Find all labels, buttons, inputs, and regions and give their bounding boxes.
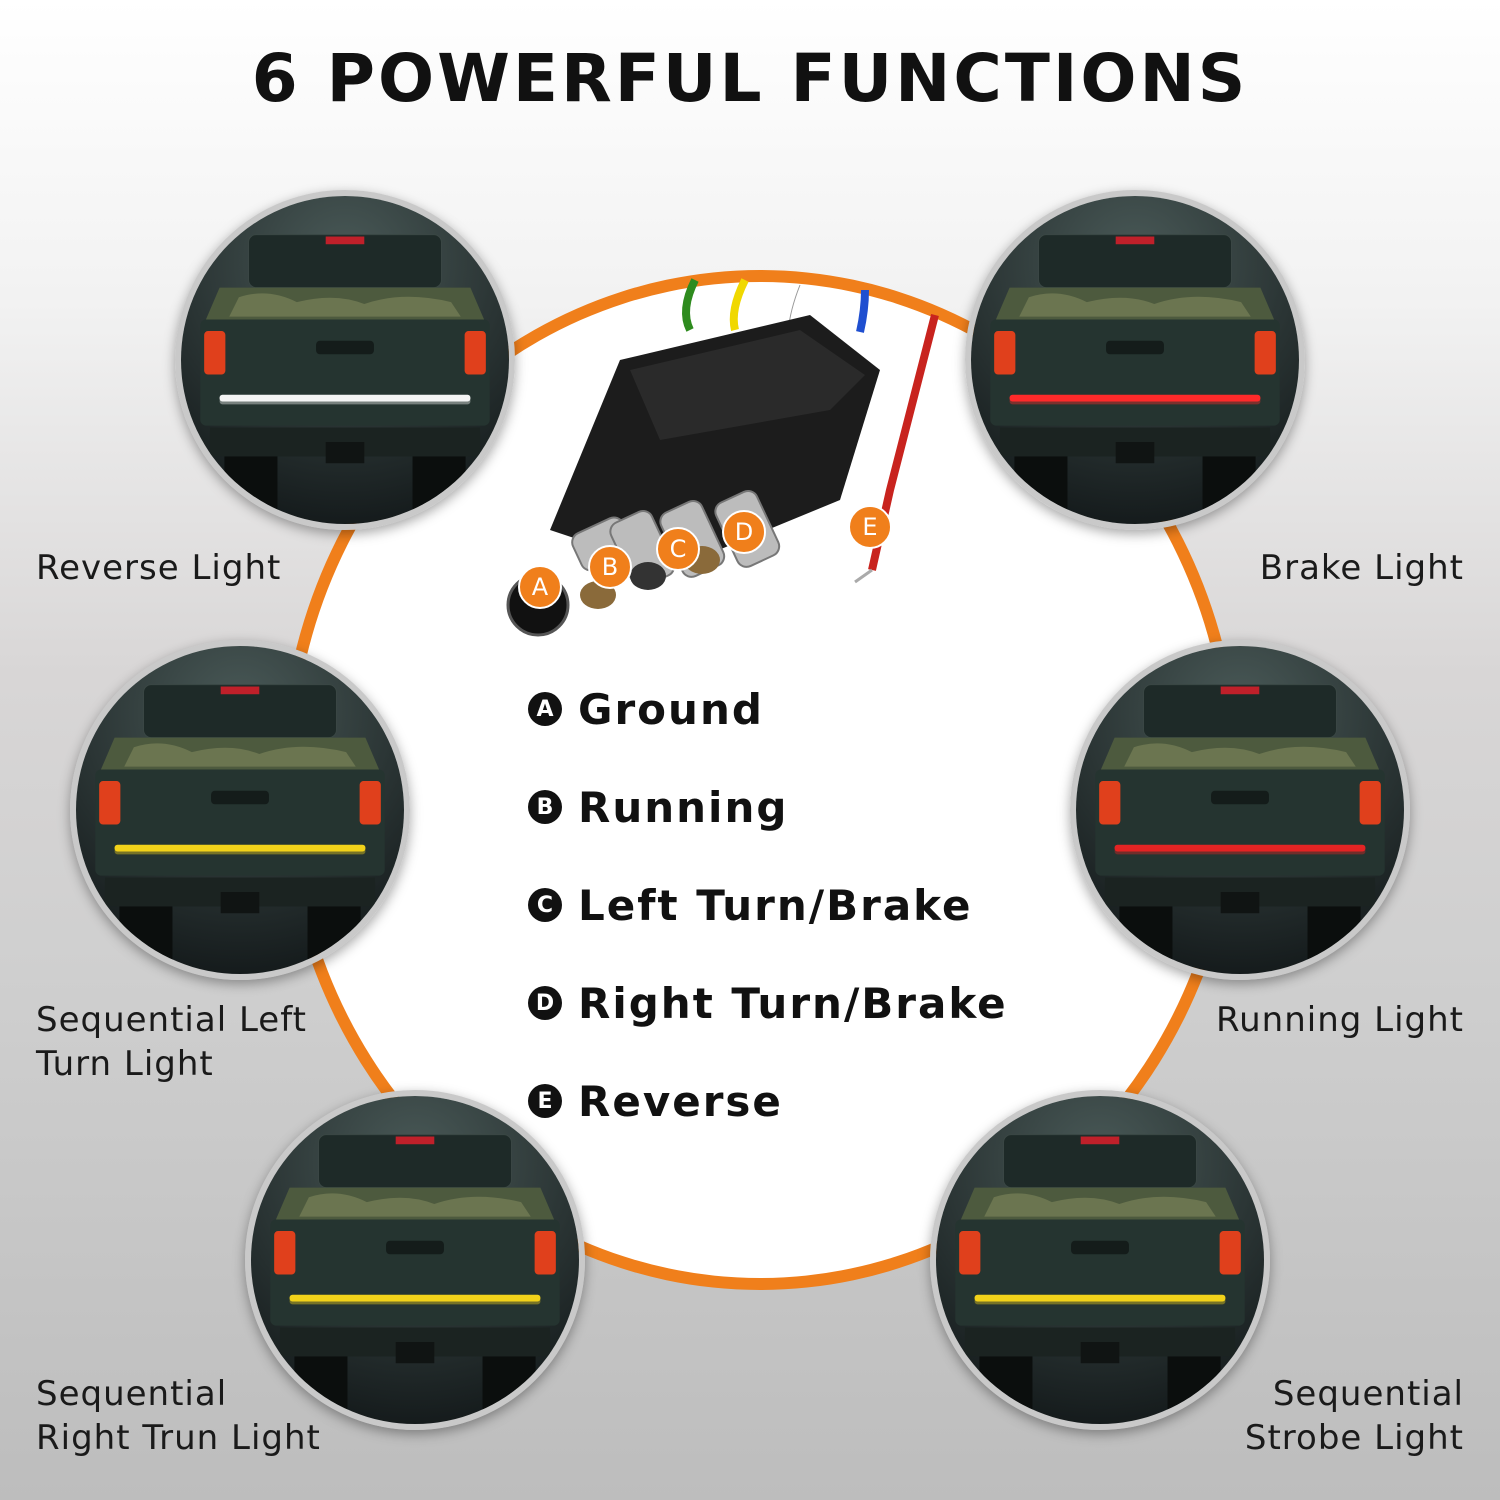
legend-item-ground: A Ground	[528, 660, 1008, 758]
caption-running-light: Running Light	[1216, 1000, 1464, 1040]
legend-item-running: B Running	[528, 758, 1008, 856]
legend-badge: C	[528, 888, 562, 922]
caption-line: Sequential Left	[36, 1000, 307, 1040]
caption-reverse-light: Reverse Light	[36, 548, 282, 588]
truck-photo-strobe	[930, 1090, 1270, 1430]
pin-b-badge: B	[588, 545, 632, 589]
pin-d-badge: D	[722, 510, 766, 554]
pin-e-badge: E	[848, 505, 892, 549]
caption-line: Sequential	[36, 1374, 228, 1414]
legend-badge: D	[528, 986, 562, 1020]
caption-line: Sequential	[1272, 1374, 1464, 1414]
truck-tailgate-illustration	[971, 196, 1299, 524]
truck-tailgate-illustration	[76, 646, 404, 974]
legend-label: Ground	[578, 684, 764, 734]
wiring-legend: A Ground B Running C Left Turn/Brake D R…	[528, 660, 1008, 1150]
caption-line: Right Trun Light	[36, 1418, 321, 1458]
truck-tailgate-illustration	[181, 196, 509, 524]
legend-label: Reverse	[578, 1076, 783, 1126]
truck-tailgate-illustration	[1076, 646, 1404, 974]
legend-item-reverse: E Reverse	[528, 1052, 1008, 1150]
caption-sequential-right-turn: Sequential Right Trun Light	[36, 1372, 321, 1460]
legend-badge: B	[528, 790, 562, 824]
legend-badge: A	[528, 692, 562, 726]
caption-brake-light: Brake Light	[1259, 548, 1464, 588]
legend-item-right-turn-brake: D Right Turn/Brake	[528, 954, 1008, 1052]
page-title: 6 POWERFUL FUNCTIONS	[251, 40, 1249, 117]
truck-photo-brake	[965, 190, 1305, 530]
pin-a-badge: A	[518, 565, 562, 609]
caption-line: Turn Light	[36, 1044, 214, 1084]
pin-c-badge: C	[656, 527, 700, 571]
caption-line: Strobe Light	[1244, 1418, 1464, 1458]
truck-photo-right-turn	[245, 1090, 585, 1430]
truck-photo-running	[1070, 640, 1410, 980]
truck-photo-reverse	[175, 190, 515, 530]
legend-label: Running	[578, 782, 789, 832]
caption-sequential-strobe: Sequential Strobe Light	[1245, 1372, 1464, 1460]
caption-sequential-left-turn: Sequential Left Turn Light	[36, 998, 307, 1086]
legend-badge: E	[528, 1084, 562, 1118]
legend-item-left-turn-brake: C Left Turn/Brake	[528, 856, 1008, 954]
legend-label: Left Turn/Brake	[578, 880, 973, 930]
truck-tailgate-illustration	[251, 1096, 579, 1424]
truck-tailgate-illustration	[936, 1096, 1264, 1424]
truck-photo-left-turn	[70, 640, 410, 980]
legend-label: Right Turn/Brake	[578, 978, 1008, 1028]
